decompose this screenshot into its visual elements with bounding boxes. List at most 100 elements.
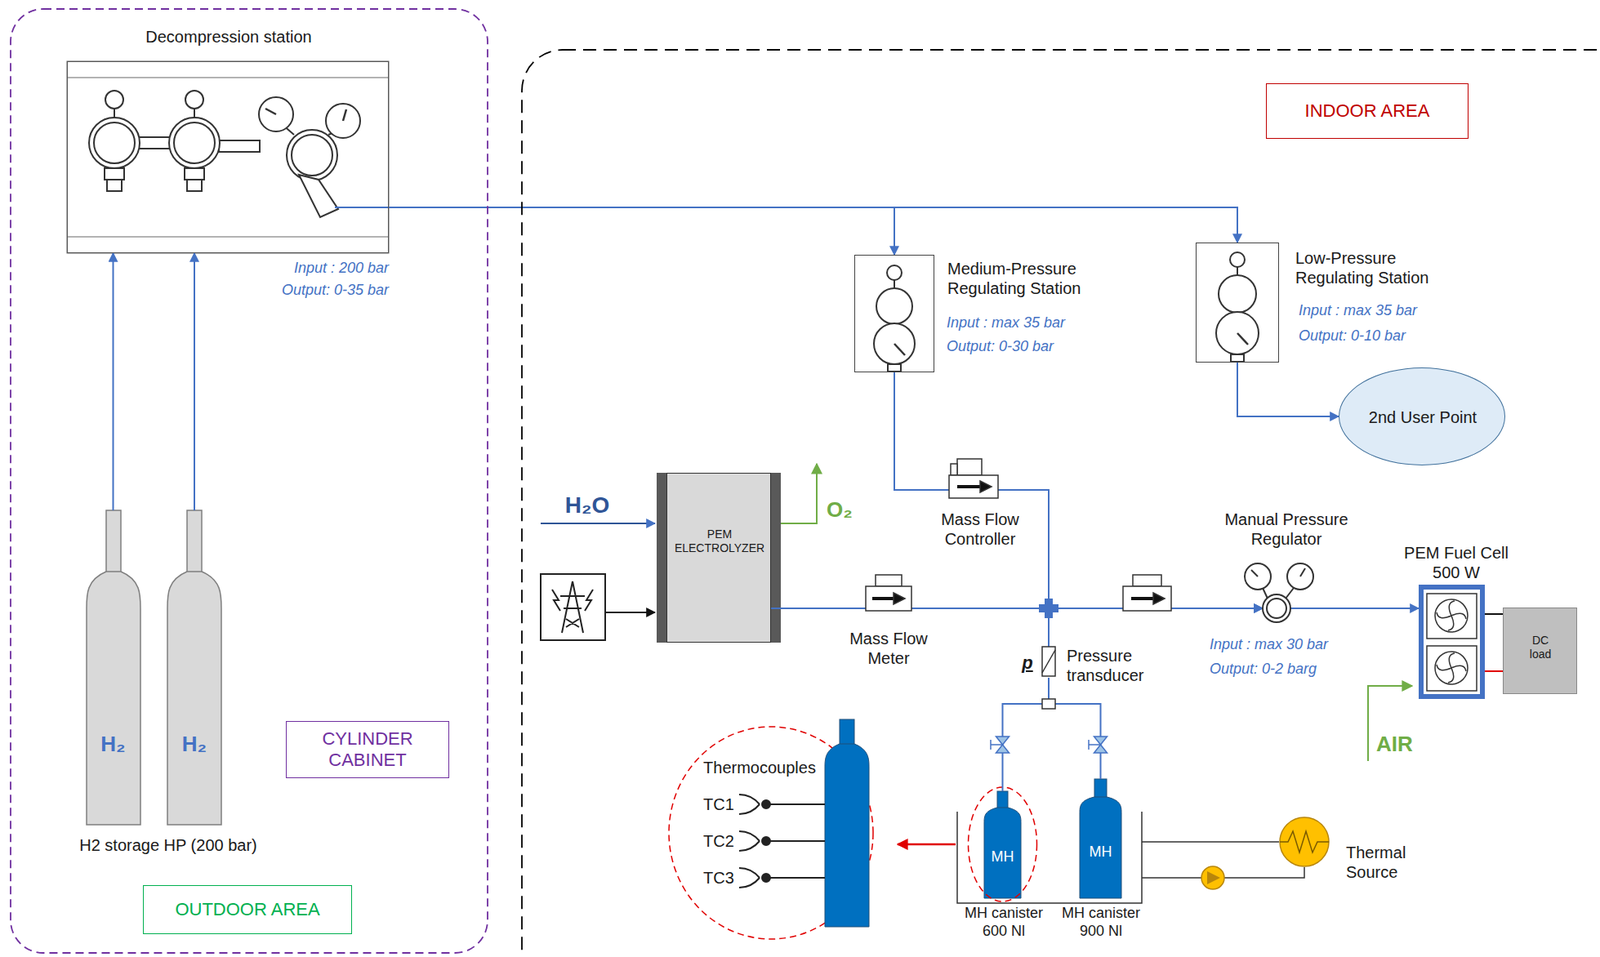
regulating-station-parts <box>1230 354 1244 362</box>
pressure-regulator <box>104 168 125 180</box>
power-grid-icon <box>584 589 593 611</box>
mh-canister <box>1079 797 1122 899</box>
valve-symbol <box>996 736 1010 745</box>
mass-flow-controller: Mass Flow Controller <box>949 465 999 499</box>
thermal-loop <box>1141 841 1280 843</box>
thermal-loop <box>1279 831 1329 853</box>
manual-regulator-gauge <box>1300 568 1306 577</box>
valve-symbol <box>990 744 1003 746</box>
load-box: DC load <box>1502 607 1578 695</box>
mh-canister: MHMH canister 600 Nl <box>983 791 1022 899</box>
node-label: DC load <box>1524 633 1557 662</box>
node-label: PEM Fuel Cell 500 W <box>1399 543 1514 583</box>
pressure-regulator <box>218 140 260 152</box>
pressure-regulator <box>286 129 338 181</box>
mh-canister <box>1094 779 1107 798</box>
gas-cylinder <box>86 510 222 825</box>
valve-symbol <box>996 744 1010 754</box>
thermocouple-symbol <box>739 868 825 888</box>
annotation-label: H₂O <box>554 491 620 520</box>
pressure-regulator <box>173 122 215 164</box>
annotation-label: AIR <box>1376 731 1434 758</box>
decompression-panel <box>66 61 389 254</box>
annotation-label: Input : max 30 bar <box>1209 636 1398 655</box>
regulating-station-parts <box>1216 311 1259 355</box>
regulating-station-parts <box>886 265 902 281</box>
pressure-regulator <box>93 122 135 164</box>
annotation-label: Input : 200 bar <box>209 259 389 278</box>
water-oxygen-lines <box>540 522 656 525</box>
thermocouple-symbol <box>739 794 825 888</box>
cross-fitting <box>1044 598 1053 619</box>
fuel-cell-fan <box>1435 651 1468 685</box>
flow-device <box>1123 586 1172 611</box>
flow-device <box>875 574 902 587</box>
pressure-transducer-symbol <box>1042 646 1056 677</box>
thermocouple-symbol <box>762 873 771 883</box>
gas-cylinder: H₂ <box>85 510 141 825</box>
fuel-cell-box: PEM Fuel Cell 500 W <box>1418 584 1485 700</box>
regulating-station-parts <box>873 252 1259 372</box>
pressure-regulator <box>184 168 205 180</box>
pipe-connector <box>1237 362 1339 417</box>
water-oxygen-lines <box>780 463 817 524</box>
node-label: INDOOR AREA <box>1265 83 1469 139</box>
thermal-loop <box>1141 817 1329 890</box>
gas-cylinder <box>187 510 202 573</box>
thermocouple-symbol <box>739 831 825 852</box>
flow-device <box>957 485 982 489</box>
manual-regulator-gauge <box>1251 570 1258 577</box>
pipe-connector <box>193 253 196 511</box>
annotation-label: Output: 0-10 bar <box>1298 327 1487 346</box>
mass-flow-meter: Mass Flow Meter <box>865 571 912 613</box>
detail-ellipse <box>668 726 874 940</box>
node-label: Thermal Source <box>1345 842 1428 883</box>
pressure-regulator <box>185 90 204 109</box>
valve-symbol <box>1088 744 1101 746</box>
fuel-cell-fan <box>1426 646 1477 691</box>
annotation-label: TC3 <box>698 868 740 888</box>
detail-cylinder <box>824 744 870 928</box>
flow-device <box>1132 574 1162 587</box>
thermocouple-symbol <box>762 800 771 809</box>
red-wire <box>1484 670 1503 673</box>
flow-device <box>1131 597 1155 601</box>
pressure-transducer: Pressure transducer <box>1036 645 1061 678</box>
regulating-station-parts <box>1230 252 1245 268</box>
flow-device <box>1153 592 1165 605</box>
thermal-loop <box>1279 817 1329 867</box>
power-grid-icon <box>552 589 561 611</box>
pipe-connector <box>1290 607 1419 610</box>
annotation-label: Output: 0-35 bar <box>209 281 389 300</box>
manual-regulator-gauge <box>1262 588 1268 599</box>
regulating-station-parts <box>894 343 905 356</box>
decompression-panel <box>66 236 389 238</box>
pressure-regulator <box>137 137 172 149</box>
pressure-regulator <box>265 108 277 115</box>
node-label: Medium-Pressure Regulating Station <box>947 258 1119 299</box>
detail-cylinder <box>839 719 855 745</box>
user-point-ellipse: 2nd User Point <box>1338 367 1506 466</box>
pipe-connector <box>388 207 895 255</box>
flow-device <box>949 475 999 499</box>
pressure-regulator <box>169 117 220 169</box>
electrolyzer-endplate <box>656 472 667 643</box>
decompression-panel <box>66 61 389 254</box>
pipe-connector <box>112 253 115 511</box>
flow-device <box>872 597 896 601</box>
flow-device <box>980 481 992 493</box>
gas-pipe <box>1047 618 1050 647</box>
node-label: MH <box>1082 843 1120 862</box>
pressure-regulator <box>89 90 361 218</box>
pipe-connector <box>1002 677 1050 792</box>
manual-regulator-gauge <box>1287 563 1314 590</box>
node-label: MH <box>984 848 1021 867</box>
pressure-regulator <box>291 134 333 176</box>
manual-regulator-gauge <box>1244 563 1314 623</box>
regulating-station-parts <box>1218 275 1257 313</box>
pipe-connector <box>771 607 866 610</box>
pressure-regulator <box>105 90 124 109</box>
flow-device <box>957 459 982 476</box>
